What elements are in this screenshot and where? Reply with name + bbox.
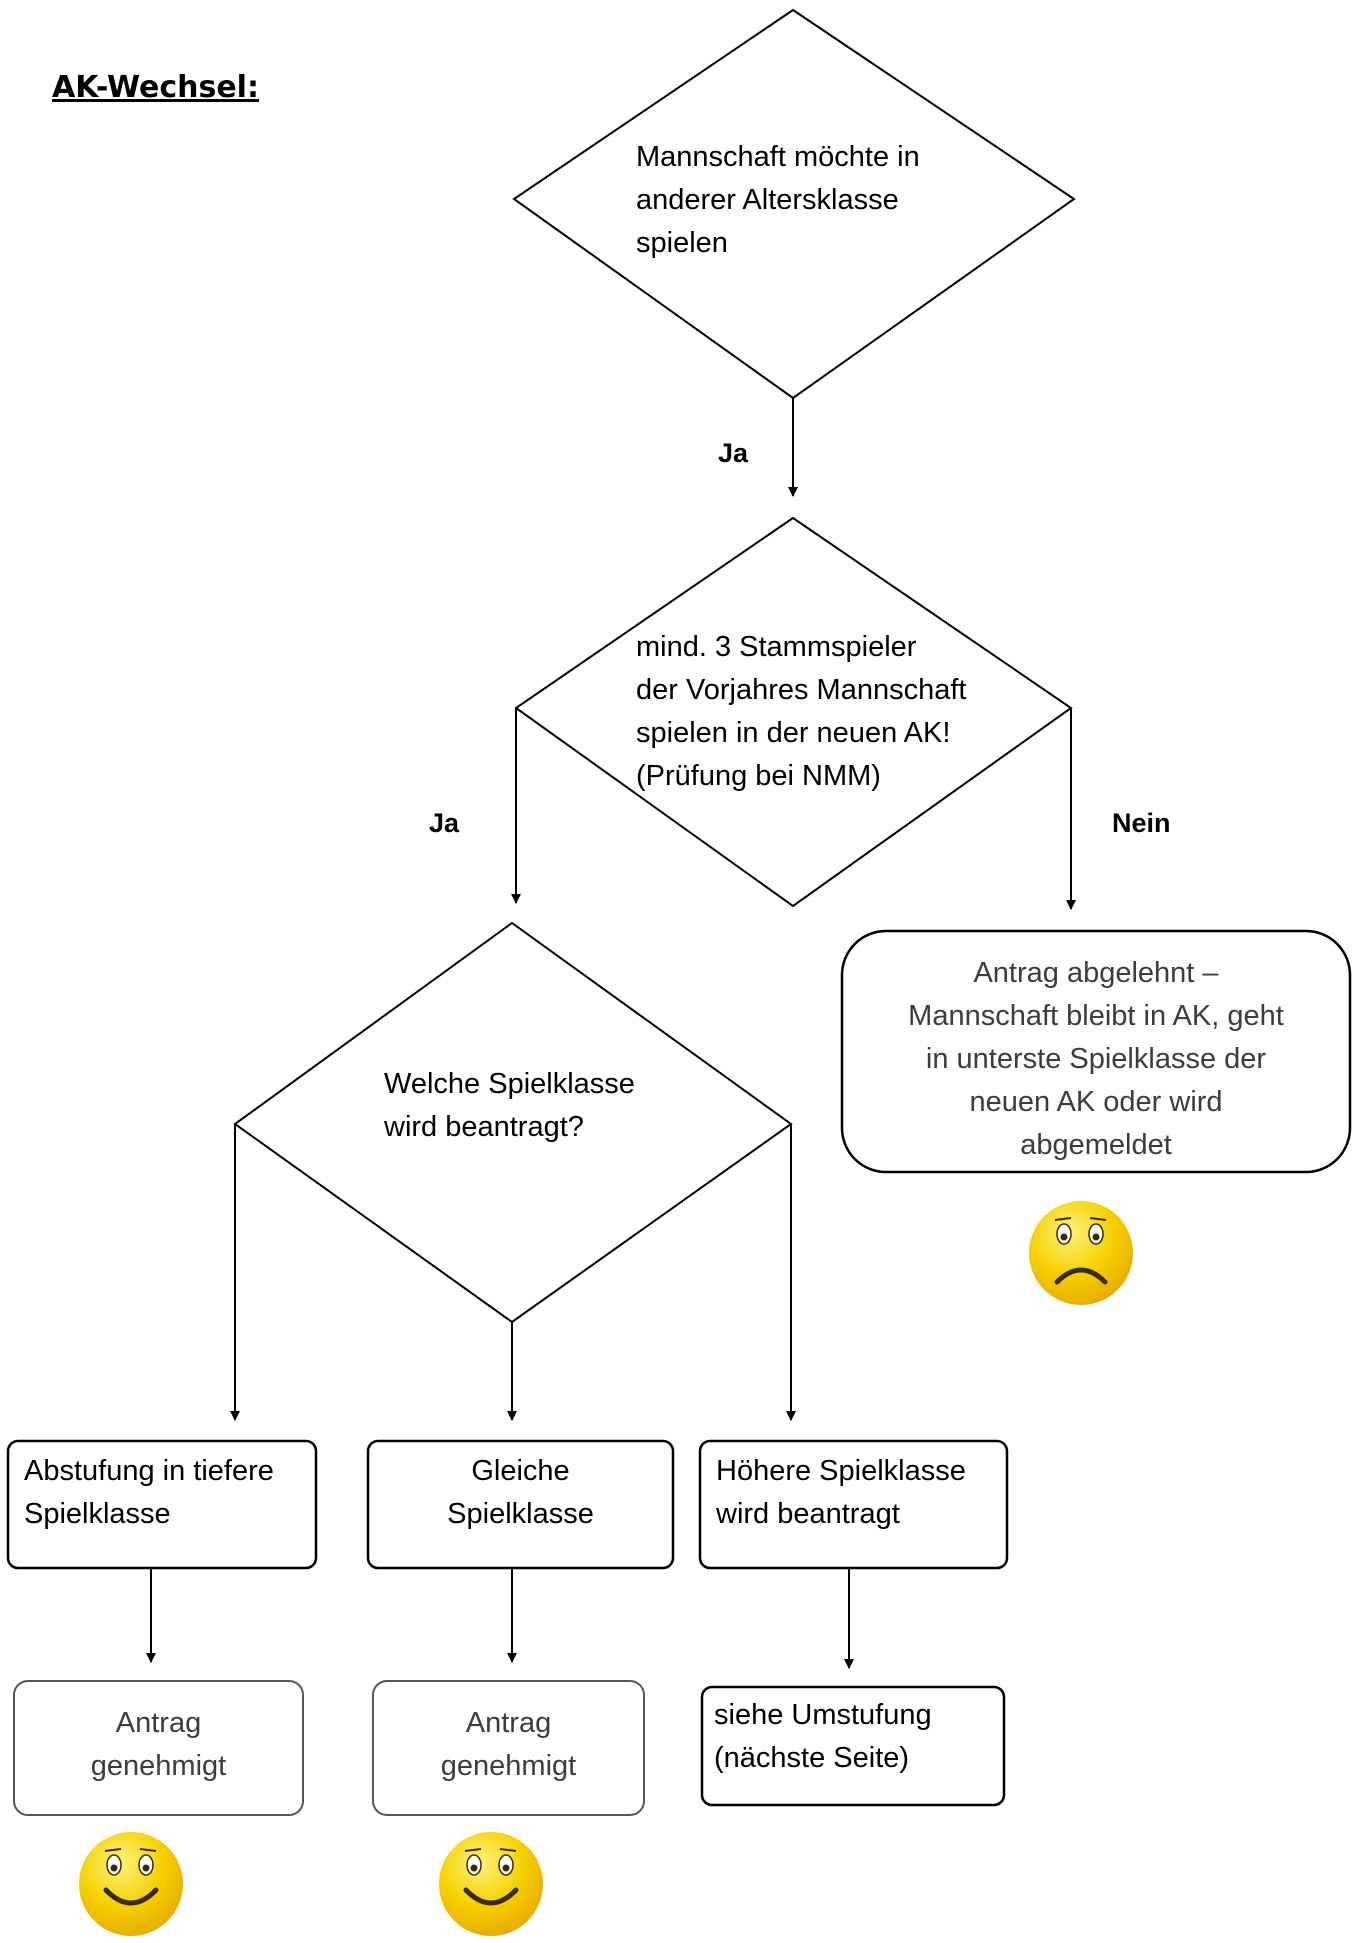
text-line: der Vorjahres Mannschaft <box>636 674 967 706</box>
decision-check-shape <box>514 516 1073 908</box>
sad-face-icon <box>1029 1201 1133 1305</box>
label-yes-1: Ja <box>718 438 749 468</box>
lower-text: Abstufung in tiefere Spielklasse <box>24 1450 274 1536</box>
decision-start-text: Mannschaft möchte in anderer Altersklass… <box>636 136 920 265</box>
text-line: Antrag abgelehnt – <box>973 957 1219 989</box>
lower-box-shape <box>6 1439 318 1570</box>
text-line: wird beantragt? <box>384 1111 584 1143</box>
text-line: spielen in der neuen AK! <box>636 717 951 749</box>
approved-1-text: Antrag genehmigt <box>14 1702 303 1788</box>
approved-1-box-shape <box>13 1680 304 1816</box>
page-title: AK-Wechsel: <box>52 70 259 105</box>
text-line: Mannschaft möchte in <box>636 141 920 173</box>
see-page-text: siehe Umstufung (nächste Seite) <box>714 1694 932 1780</box>
text-line: Welche Spielklasse <box>384 1068 635 1100</box>
text-line: anderer Altersklasse <box>636 184 899 216</box>
text-line: Abstufung in tiefere <box>24 1455 274 1487</box>
same-text: Gleiche Spielklasse <box>368 1450 673 1536</box>
text-line: spielen <box>636 227 728 259</box>
text-line: Spielklasse <box>24 1498 171 1530</box>
decision-check-text: mind. 3 Stammspieler der Vorjahres Manns… <box>636 626 966 798</box>
rejected-box-shape <box>840 929 1352 1174</box>
smiley-face-icon <box>79 1832 183 1936</box>
text-line: in unterste Spielklasse der <box>925 1043 1267 1075</box>
text-line: Gleiche <box>471 1455 570 1487</box>
text-line: Mannschaft bleibt in AK, geht <box>908 1000 1284 1032</box>
text-line: genehmigt <box>90 1750 227 1782</box>
text-line: genehmigt <box>440 1750 577 1782</box>
label-yes-2: Ja <box>429 808 460 838</box>
rejected-text: Antrag abgelehnt – Mannschaft bleibt in … <box>850 952 1342 1167</box>
decision-which-text: Welche Spielklasse wird beantragt? <box>384 1063 635 1149</box>
text-line: neuen AK oder wird <box>969 1086 1223 1118</box>
approved-2-text: Antrag genehmigt <box>373 1702 644 1788</box>
same-box-shape <box>366 1439 675 1570</box>
text-line: abgemeldet <box>1020 1129 1172 1161</box>
text-line: wird beantragt <box>716 1498 900 1530</box>
text-line: Antrag <box>465 1707 552 1739</box>
text-line: Höhere Spielklasse <box>716 1455 966 1487</box>
text-line: (nächste Seite) <box>714 1742 910 1774</box>
higher-text: Höhere Spielklasse wird beantragt <box>716 1450 966 1536</box>
approved-2-box-shape <box>372 1680 645 1816</box>
text-line: Spielklasse <box>447 1498 594 1530</box>
text-line: siehe Umstufung <box>714 1699 932 1731</box>
see-page-box-shape <box>700 1685 1006 1807</box>
text-line: mind. 3 Stammspieler <box>636 631 917 663</box>
text-line: Antrag <box>115 1707 202 1739</box>
higher-box-shape <box>698 1439 1009 1570</box>
label-no: Nein <box>1112 808 1171 838</box>
smiley-face-icon <box>439 1832 543 1936</box>
text-line: (Prüfung bei NMM) <box>636 760 881 792</box>
